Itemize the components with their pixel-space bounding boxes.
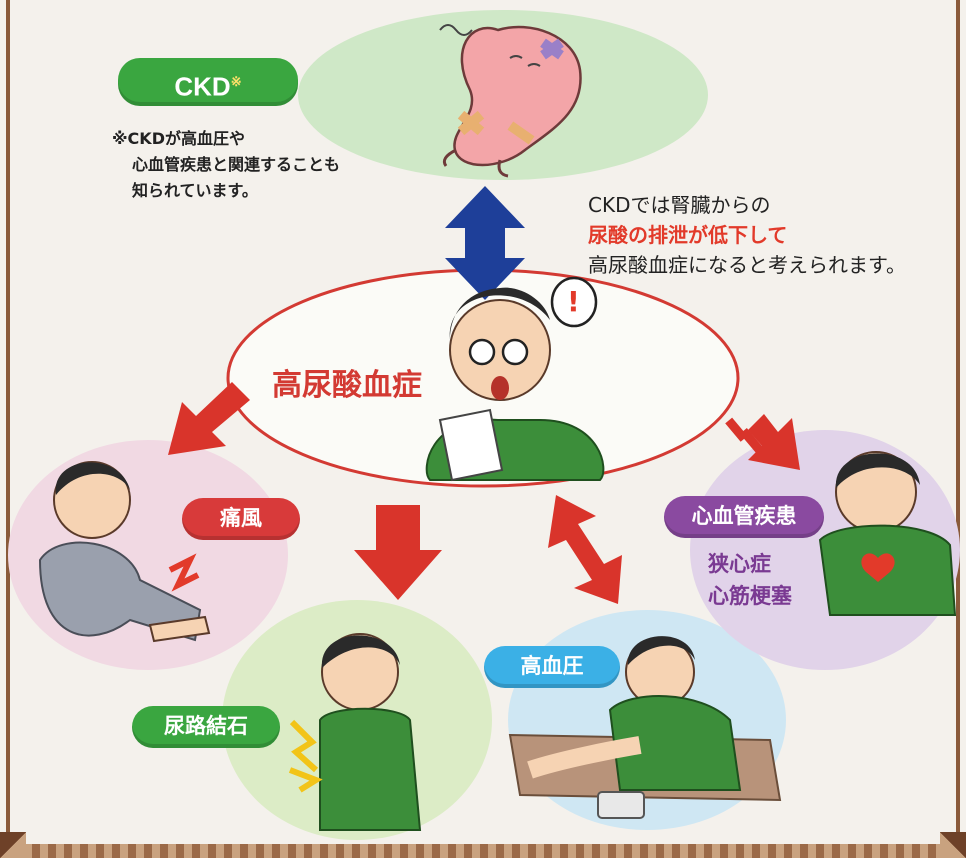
ckd-note-line-3: 知られています。	[132, 181, 258, 200]
cardio-label: 心血管疾患	[664, 496, 824, 538]
explanation-line-1: CKDでは腎臓からの	[588, 193, 771, 217]
cardio-sub: 狭心症 心筋梗塞	[708, 548, 792, 612]
worried-man-icon	[425, 287, 605, 482]
frame-border	[6, 0, 960, 858]
bottom-border	[0, 844, 966, 858]
bp-man-icon	[508, 636, 782, 819]
ckd-note: ※CKDが高血圧や 心血管疾患と関連することも 知られています。	[112, 126, 340, 204]
arrow-dashed-to-cardio-icon	[725, 414, 800, 470]
gout-man-icon	[38, 461, 211, 643]
explanation-text: CKDでは腎臓からの 尿酸の排泄が低下して 高尿酸血症になると考えられます。	[588, 190, 906, 280]
ckd-note-line-2: 心血管疾患と関連することも	[132, 155, 341, 174]
stones-label: 尿路結石	[132, 706, 280, 748]
corner-decoration-right	[940, 832, 966, 858]
kidney-character-icon	[439, 24, 582, 178]
ckd-mark: ※	[230, 74, 242, 89]
center-title: 高尿酸血症	[272, 368, 422, 403]
exclamation-mark: !	[567, 285, 580, 318]
exclamation-bubble-icon	[550, 276, 598, 328]
arrow-to-gout-icon	[168, 382, 250, 455]
cardio-sub-1: 狭心症	[708, 552, 771, 576]
ckd-label: CKD※	[118, 58, 298, 106]
ckd-note-line-1: ※CKDが高血圧や	[112, 129, 245, 148]
hypertension-label: 高血圧	[484, 646, 620, 688]
stone-man-icon	[288, 633, 422, 831]
cardio-sub-2: 心筋梗塞	[708, 584, 792, 608]
ckd-label-text: CKD	[174, 71, 231, 102]
corner-decoration-left	[0, 832, 26, 858]
explanation-line-3: 高尿酸血症になると考えられます。	[588, 253, 906, 277]
arrow-to-stones-icon	[354, 505, 442, 600]
explanation-line-2: 尿酸の排泄が低下して	[588, 223, 788, 247]
gout-label: 痛風	[182, 498, 300, 540]
heart-man-icon	[818, 451, 957, 616]
bidirectional-arrow-icon	[445, 186, 525, 300]
arrow-bp-bidirectional-icon	[548, 495, 622, 604]
